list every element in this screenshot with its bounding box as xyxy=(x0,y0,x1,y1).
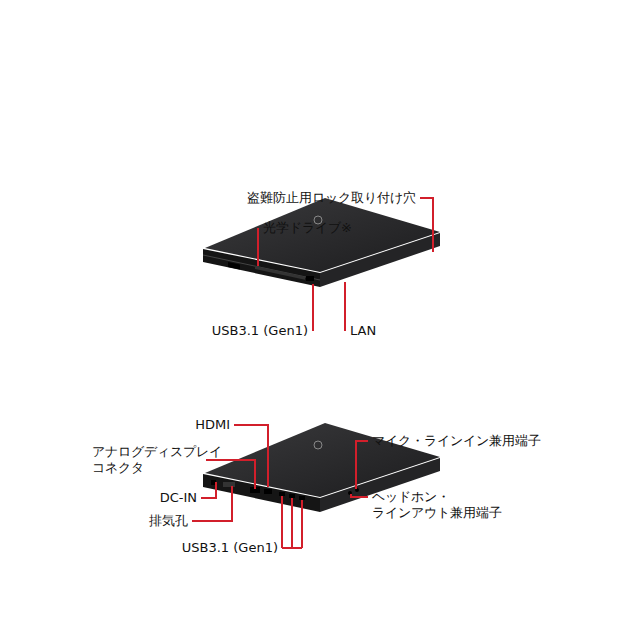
part-label: 盗難防止用ロック取り付け穴 xyxy=(247,190,416,206)
port-label: マイク・ラインイン兼用端子 xyxy=(372,433,541,449)
laptop-top-view xyxy=(203,198,440,287)
port-label: DC-IN xyxy=(160,490,197,506)
port-label: LAN xyxy=(350,323,376,339)
part-label: 排気孔 xyxy=(149,513,188,529)
port-label: USB3.1 (Gen1) xyxy=(182,540,278,556)
port-label: HDMI xyxy=(195,417,230,433)
port-label: アナログディスプレイ コネクタ xyxy=(92,444,204,476)
port-label: ヘッドホン・ ラインアウト兼用端子 xyxy=(372,489,522,521)
part-label: 光学ドライブ※ xyxy=(263,220,352,236)
port-label: USB3.1 (Gen1) xyxy=(212,323,308,339)
